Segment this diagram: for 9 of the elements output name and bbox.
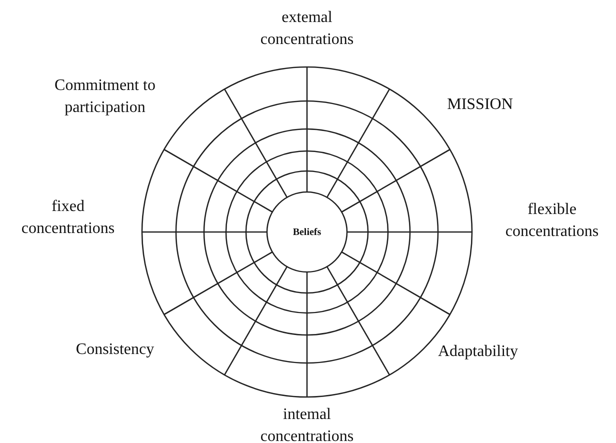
sector-label: Consistency bbox=[74, 340, 156, 360]
node-text: Beliefs bbox=[292, 226, 322, 238]
sector-label: intemal concentrations bbox=[259, 405, 355, 443]
sector-label: extemal concentrations bbox=[259, 8, 355, 50]
sector-label: MISSION bbox=[446, 95, 514, 115]
sector-label: Commitment to participation bbox=[54, 76, 156, 118]
sector-label: flexible concentrations bbox=[504, 200, 600, 242]
sector-label: fixed concentrations bbox=[20, 197, 116, 239]
sector-label: Adaptability bbox=[437, 342, 519, 362]
